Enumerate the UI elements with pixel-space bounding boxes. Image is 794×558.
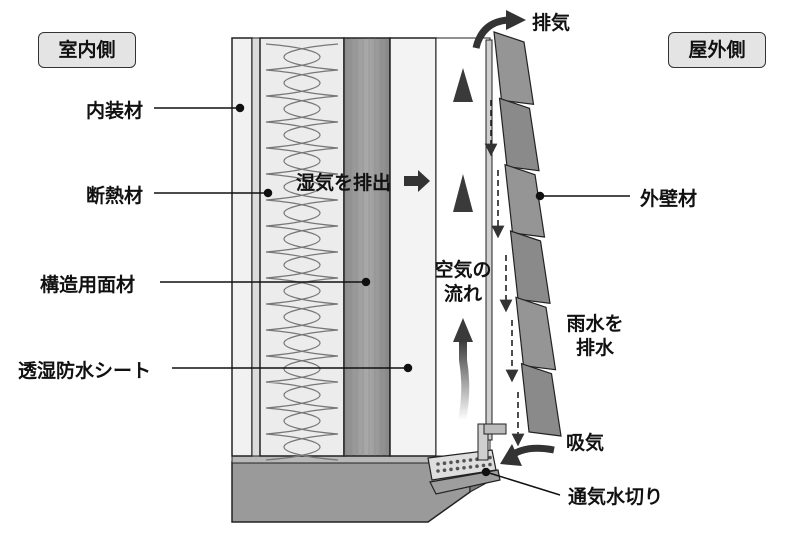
vent-hole (436, 469, 440, 473)
air-flow-label-line2: 流れ (443, 283, 482, 305)
indoor-side-label: 室内側 (38, 32, 136, 68)
vent-hole (462, 459, 466, 463)
exterior-wall-label: 外壁材 (640, 188, 698, 210)
air-flow-label-line1: 空気の (434, 259, 492, 281)
siding-panel (509, 230, 551, 305)
outdoor-side-label: 屋外側 (668, 32, 766, 68)
ventilated-flashing (427, 423, 507, 495)
insulation-label: 断熱材 (86, 185, 144, 207)
vent-hole (442, 461, 447, 466)
siding-panel (520, 362, 562, 437)
interior-finish-label: 内装材 (86, 100, 144, 122)
siding-panel (504, 163, 546, 238)
moisture-out-arrow (404, 170, 430, 192)
vent-hole (449, 467, 453, 472)
structural-board-layer (343, 37, 391, 457)
vent-hole (468, 458, 473, 462)
vent-hole (488, 462, 492, 467)
exhaust-label: 排気 (532, 12, 571, 34)
structural-board-label: 構造用面材 (40, 274, 136, 296)
vent-hole (481, 463, 486, 468)
rain-drain-label: 雨水を 排水 (558, 312, 632, 360)
insulation-layer (259, 37, 345, 461)
siding-panel (493, 31, 535, 106)
flashing-label: 通気水切り (568, 486, 664, 508)
air-flow-arrows (453, 68, 473, 421)
air-flow-label: 空気の 流れ (432, 258, 494, 306)
rain-drain-arrows (484, 100, 525, 447)
vent-hole (449, 460, 453, 465)
intake-label: 吸気 (566, 432, 605, 454)
exhaust-arrow (472, 10, 526, 49)
vent-hole (475, 464, 479, 469)
rain-drain-label-line1: 雨水を (566, 313, 624, 335)
vent-hole (442, 468, 447, 473)
moisture-out-label: 湿気を排出 (296, 172, 392, 194)
vent-hole (462, 466, 466, 470)
membrane-layer (389, 37, 437, 457)
vent-hole (455, 466, 460, 471)
rain-drain-label-line2: 排水 (575, 337, 614, 359)
intake-arrow (500, 444, 555, 466)
vent-hole (455, 459, 460, 464)
vent-hole (488, 455, 492, 460)
vent-hole (468, 465, 473, 469)
vent-hole (436, 462, 440, 466)
siding-panel (498, 97, 540, 172)
siding-panel (515, 296, 557, 371)
leader-lines (154, 103, 630, 496)
membrane-label: 透湿防水シート (18, 360, 152, 382)
batten (485, 39, 493, 441)
interior-finish-layer (231, 37, 261, 457)
exterior-siding (493, 31, 562, 437)
